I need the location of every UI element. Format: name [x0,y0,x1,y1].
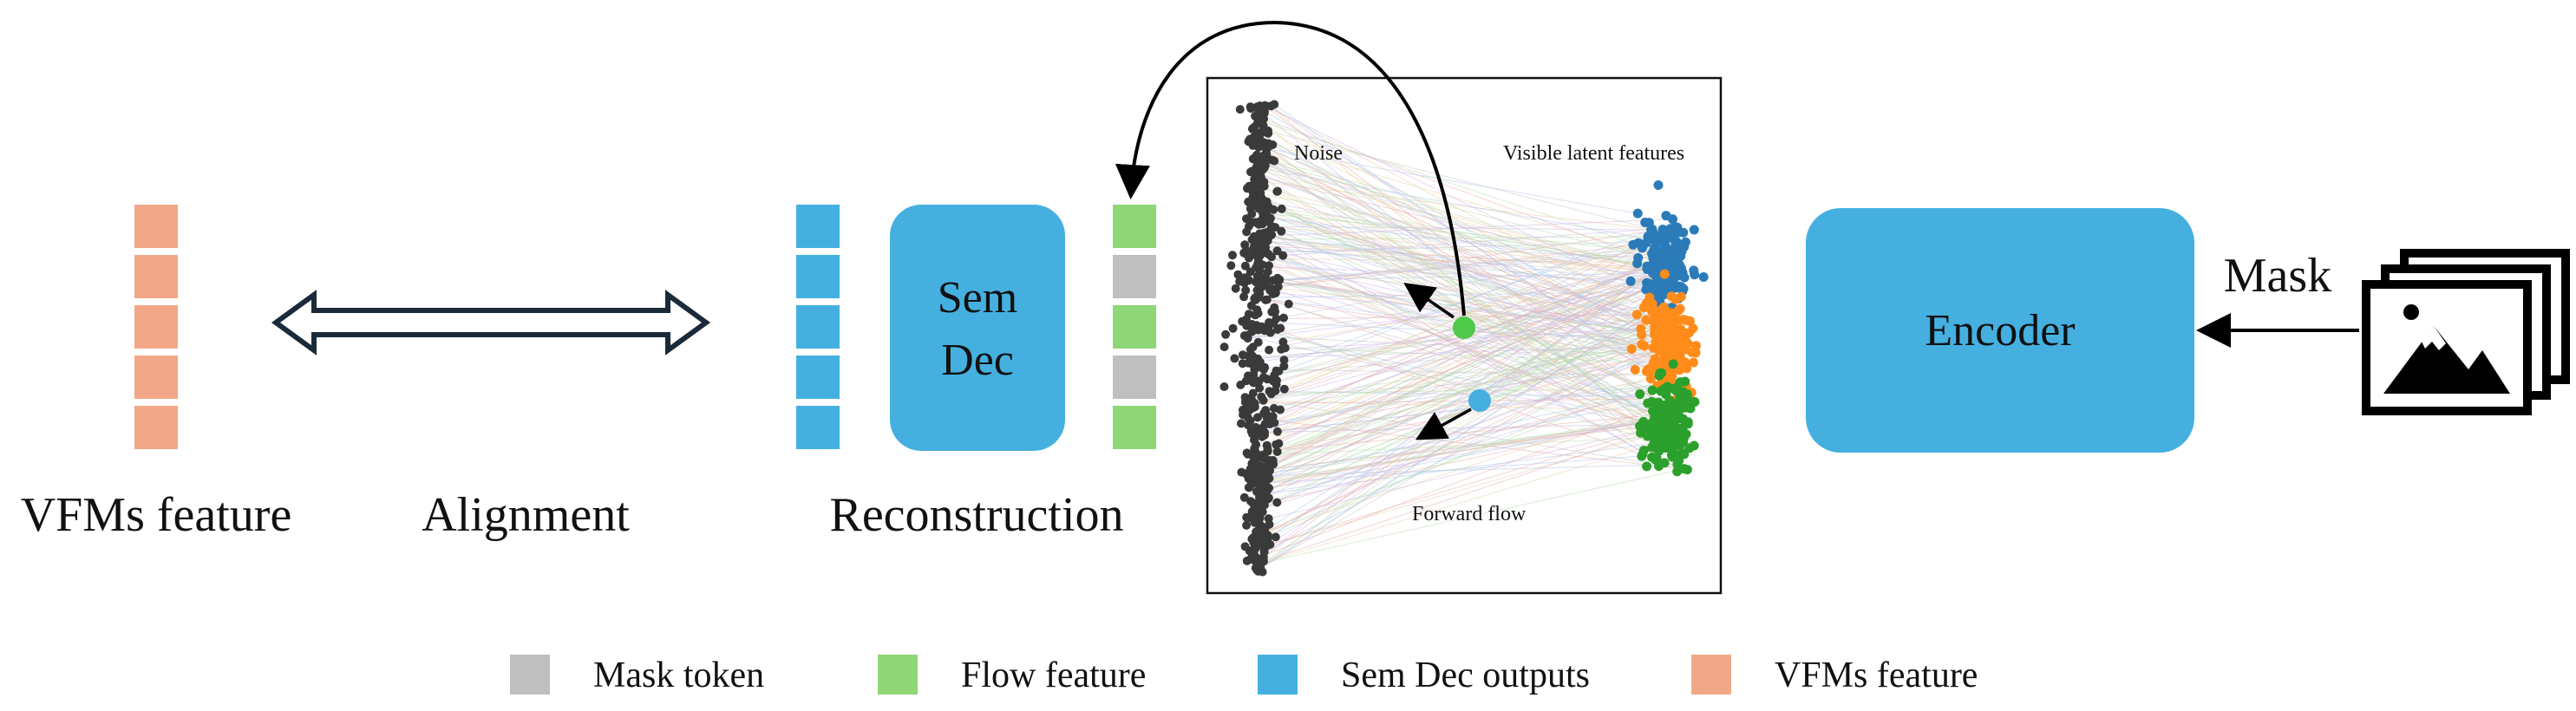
legend-swatch [510,655,550,695]
legend: Mask token Flow feature Sem Dec outputs VFM… [510,655,1978,695]
token-sem_dec [796,305,840,349]
green-point-arrow [1403,283,1455,319]
visible-latent-clusters [1625,180,1709,477]
token-mask [1113,356,1156,399]
token-mask [1113,255,1156,298]
sem-dec-block: Sem Dec [890,205,1065,451]
flow-trajectory-lines [1231,103,1697,571]
token-vfm [134,356,178,399]
sem-dec-label-line1: Sem [938,273,1017,323]
green-flow-point [1453,316,1475,339]
legend-swatch [1691,655,1731,695]
legend-label: Flow feature [961,656,1146,695]
token-sem_dec [796,356,840,399]
blue-flow-point [1468,389,1491,412]
token-sem_dec [796,255,840,298]
alignment-double-arrow [271,290,711,356]
visible-latent-features-label: Visible latent features [1503,142,1684,165]
token-vfm [134,205,178,248]
noise-point-cloud [1219,100,1293,577]
flow-feature-stack [1113,205,1156,449]
encoder-block: Encoder [1806,208,2194,453]
legend-item-vfm: VFMs feature [1691,655,1978,695]
blue-point-arrow [1415,408,1472,440]
token-flow [1113,205,1156,248]
token-flow [1113,305,1156,349]
legend-item-flow: Flow feature [878,655,1146,695]
legend-swatch [1258,655,1298,695]
legend-label: Mask token [593,656,764,695]
legend-label: Sem Dec outputs [1341,656,1590,695]
sem-dec-label-line2: Dec [941,336,1014,385]
vfms-feature-label: VFMs feature [21,488,292,542]
token-vfm [134,406,178,449]
token-flow [1113,406,1156,449]
image-stack-icon [2362,249,2570,415]
flow-to-stack-curved-arrow [1115,20,1466,316]
legend-item-mask: Mask token [510,655,764,695]
token-sem_dec [796,406,840,449]
token-sem_dec [796,205,840,248]
alignment-label: Alignment [422,488,630,542]
legend-label: VFMs feature [1775,656,1978,695]
token-vfm [134,255,178,298]
flow-panel: Noise Visible latent features Forward fl… [1206,76,1723,595]
sem-dec-output-stack [796,205,840,449]
token-vfm [134,305,178,349]
noise-label: Noise [1294,142,1343,165]
reconstruction-label: Reconstruction [829,488,1123,542]
legend-swatch [878,655,918,695]
vfm-feature-stack [134,205,178,449]
forward-flow-label: Forward flow [1412,503,1527,525]
legend-item-sem_dec: Sem Dec outputs [1258,655,1590,695]
mask-label: Mask [2224,249,2331,303]
encoder-label: Encoder [1925,306,2075,356]
